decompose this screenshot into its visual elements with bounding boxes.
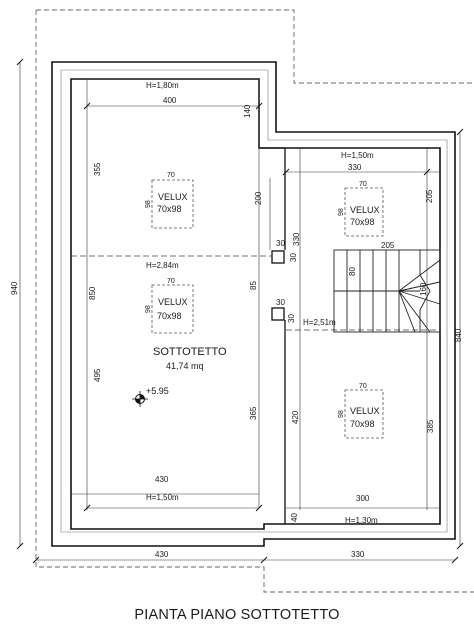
- velux-size: 70x98: [350, 419, 375, 429]
- velux-width: 70: [167, 278, 175, 285]
- height-label: H=1,30m: [345, 516, 378, 525]
- dim-label: 430: [155, 475, 169, 484]
- velux-height: 98: [338, 410, 345, 418]
- velux-label: VELUX: [158, 297, 188, 307]
- dim-label: 355: [93, 162, 102, 176]
- velux-height: 98: [145, 200, 152, 208]
- dim-label: 365: [249, 406, 258, 420]
- dim-label: 85: [249, 281, 258, 290]
- room-area: 41,74 mq: [166, 361, 204, 371]
- velux-label: VELUX: [350, 406, 380, 416]
- exterior-walls: [51, 61, 456, 547]
- height-label: H=1,50m: [341, 151, 374, 160]
- dim-label: 840: [454, 328, 463, 342]
- dim-label: 940: [10, 281, 19, 295]
- height-label: H=2,84m: [146, 261, 179, 270]
- dim-label: 420: [291, 410, 300, 424]
- height-label: H=2,51m: [303, 318, 336, 327]
- dim-label: 40: [290, 513, 299, 522]
- dim-label: 30: [276, 298, 285, 307]
- partition-wall: [259, 147, 286, 524]
- dim-label: 330: [348, 163, 362, 172]
- dim-label: 205: [425, 189, 434, 203]
- dim-label: 385: [426, 419, 435, 433]
- velux-windows: [151, 179, 384, 439]
- velux-width: 70: [359, 383, 367, 390]
- velux-width: 70: [359, 181, 367, 188]
- level-marker-icon: [132, 391, 148, 407]
- velux-height: 98: [145, 305, 152, 313]
- dim-label: 400: [163, 96, 177, 105]
- level-label: +5.95: [146, 386, 169, 396]
- dimension-lines: [19, 62, 461, 561]
- dimension-ticks: [16, 58, 464, 564]
- velux-size: 70x98: [350, 217, 375, 227]
- velux-size: 70x98: [157, 311, 182, 321]
- dim-label: 80: [348, 267, 357, 276]
- velux-label: VELUX: [350, 205, 380, 215]
- velux-width: 70: [167, 172, 175, 179]
- dim-label: 200: [254, 191, 263, 205]
- staircase: [333, 249, 441, 333]
- height-label: H=1,80m: [146, 81, 179, 90]
- drawing-title: PIANTA PIANO SOTTOTETTO: [134, 607, 340, 623]
- dim-label: 205: [381, 241, 395, 250]
- dim-label: 430: [155, 550, 169, 559]
- dim-label: 140: [243, 104, 252, 118]
- dim-label: 30: [287, 314, 296, 323]
- dim-label: 330: [351, 550, 365, 559]
- roof-outline: [35, 9, 474, 593]
- dim-label: 30: [276, 239, 285, 248]
- dim-label: 160: [419, 282, 428, 296]
- dim-label: 30: [289, 253, 298, 262]
- velux-height: 98: [338, 208, 345, 216]
- velux-size: 70x98: [157, 204, 182, 214]
- room-name: SOTTOTETTO: [153, 346, 227, 358]
- dim-label: 495: [93, 368, 102, 382]
- velux-label: VELUX: [158, 192, 188, 202]
- dim-label: 300: [356, 494, 370, 503]
- ceiling-lines: [71, 255, 440, 331]
- dim-label: 330: [292, 232, 301, 246]
- dim-label: 850: [88, 286, 97, 300]
- height-label: H=1,50m: [146, 493, 179, 502]
